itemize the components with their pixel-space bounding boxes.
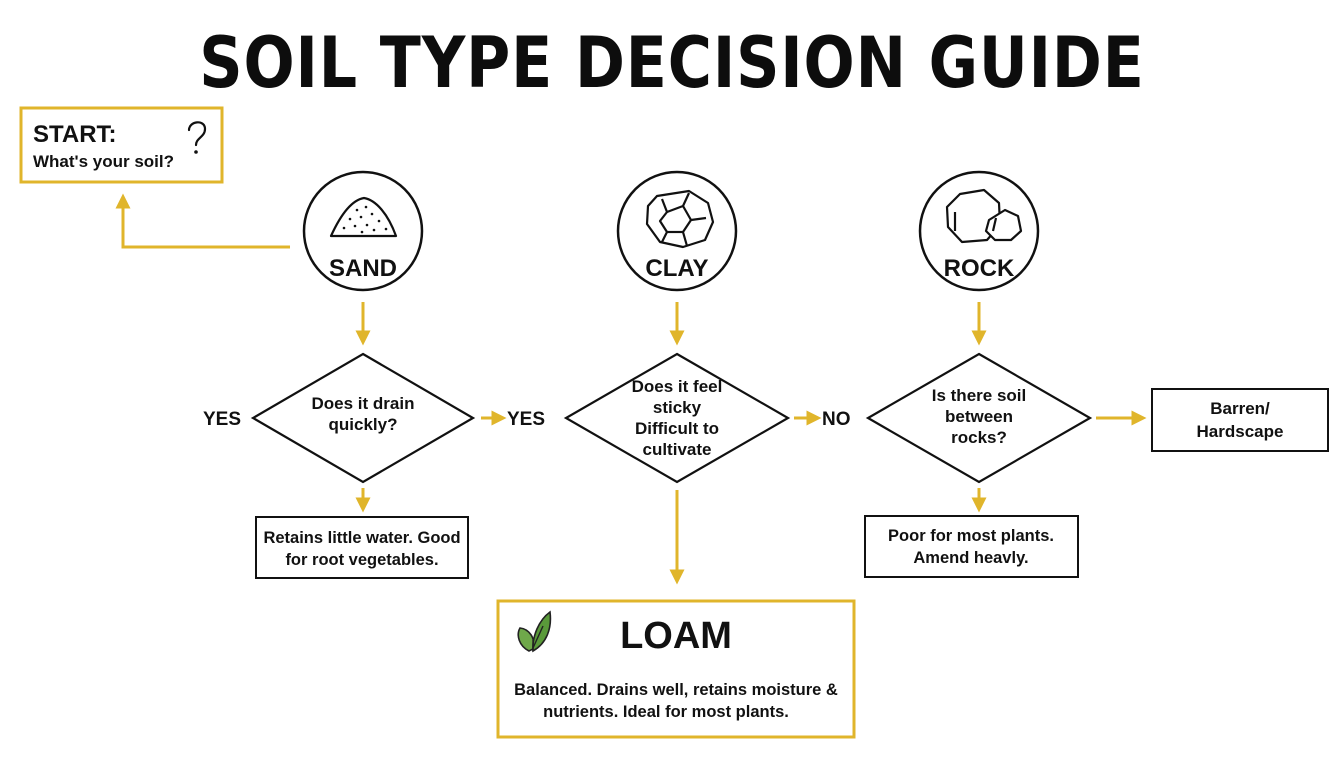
decision-rock-line-1: Is there soil [932, 386, 1026, 405]
decision-clay-line-2: sticky [653, 398, 702, 417]
result-barren: Barren/ Hardscape [1151, 388, 1329, 452]
decision-rock-line-2: between [945, 407, 1013, 426]
leaf-icon [517, 610, 552, 653]
result-barren-line-2: Hardscape [1197, 422, 1284, 441]
result-barren-line-1: Barren/ [1210, 399, 1270, 418]
loam-line-2: nutrients. Ideal for most plants. [543, 703, 789, 721]
question-mark-icon [187, 121, 207, 154]
decision-clay: Does it feel sticky Difficult to cultiva… [563, 352, 791, 484]
connectors [115, 193, 1147, 585]
result-sand-line-1: Retains little water. Good [263, 529, 460, 547]
soil-node-sand: SAND [302, 170, 424, 292]
branch-label-yes-mid: YES [507, 409, 545, 430]
start-heading: START: [33, 121, 117, 148]
rocks-icon [945, 188, 1023, 244]
branch-label-yes-left: YES [203, 409, 241, 430]
sand-pile-icon [329, 196, 398, 238]
sand-to-start-arrow [115, 193, 290, 249]
loam-line-1: Balanced. Drains well, retains moisture … [514, 681, 838, 699]
result-rock: Poor for most plants. Amend heavly. [864, 515, 1079, 578]
start-box: START: What's your soil? [19, 106, 224, 184]
decision-rock: Is there soil between rocks? [865, 352, 1093, 484]
decision-sand-line-2: quickly? [329, 415, 398, 434]
soil-label-rock: ROCK [944, 255, 1015, 282]
soil-node-clay: CLAY [616, 170, 738, 292]
decision-rock-line-3: rocks? [951, 428, 1007, 447]
decision-clay-line-4: cultivate [643, 440, 712, 459]
decision-clay-line-1: Does it feel [632, 377, 723, 396]
result-sand: Retains little water. Good for root vege… [255, 516, 469, 579]
decision-sand-line-1: Does it drain [312, 394, 415, 413]
cracked-clay-icon [645, 189, 715, 249]
soil-label-clay: CLAY [645, 255, 708, 282]
result-sand-line-2: for root vegetables. [285, 551, 438, 569]
start-question: What's your soil? [33, 152, 174, 171]
decision-sand: Does it drain quickly? [250, 352, 476, 484]
result-rock-line-2: Amend heavly. [913, 549, 1028, 567]
soil-node-rock: ROCK [918, 170, 1040, 292]
branch-label-no: NO [822, 409, 851, 430]
loam-title: LOAM [620, 615, 732, 657]
result-rock-line-1: Poor for most plants. [888, 527, 1054, 545]
soil-label-sand: SAND [329, 255, 397, 282]
result-loam: LOAM Balanced. Drains well, retains mois… [496, 599, 856, 739]
page-title: SOIL TYPE DECISION GUIDE [199, 22, 1145, 104]
decision-clay-line-3: Difficult to [635, 419, 719, 438]
